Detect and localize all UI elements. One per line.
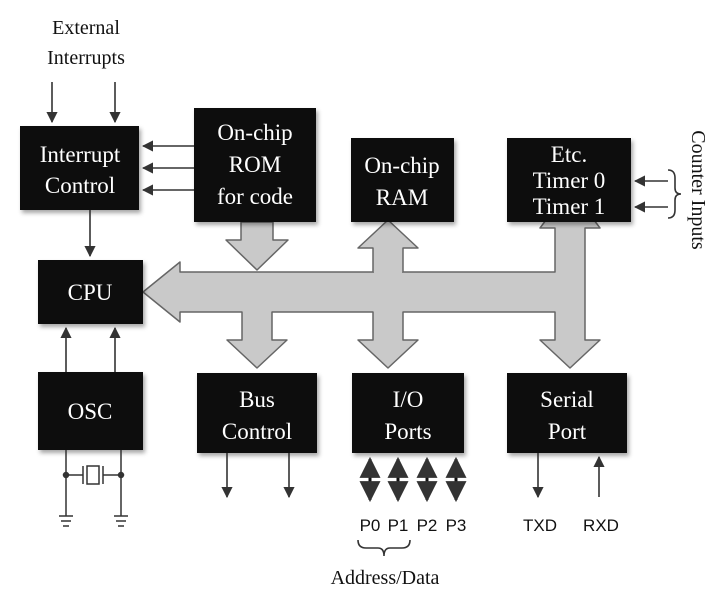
counter-inputs-brace (667, 169, 682, 219)
bus-control-label-2: Control (222, 419, 292, 444)
bus-control-block (197, 373, 317, 453)
io-ports-block (352, 373, 464, 453)
txd-label: TXD (523, 516, 557, 535)
onchip-rom-block (194, 108, 316, 222)
onchip-rom-label-2: ROM (229, 152, 281, 177)
external-interrupts-label-1: External (52, 17, 120, 39)
onchip-ram-label-2: RAM (376, 185, 428, 210)
crystal-circuit (59, 450, 128, 527)
timers-label-1: Etc. (551, 142, 587, 167)
port-label-p0: P0 (360, 516, 381, 535)
rxd-label: RXD (583, 516, 619, 535)
io-ports-label-2: Ports (384, 419, 431, 444)
osc-label: OSC (68, 399, 113, 424)
port-label-p3: P3 (446, 516, 467, 535)
port-label-p2: P2 (417, 516, 438, 535)
timers-label-3: Timer 1 (533, 194, 606, 219)
interrupt-control-block (20, 126, 139, 210)
bus-control-label-1: Bus (239, 387, 275, 412)
address-data-brace (357, 539, 411, 557)
timers-label-2: Timer 0 (533, 168, 606, 193)
serial-port-label-1: Serial (540, 387, 594, 412)
cpu-block (38, 260, 143, 324)
interrupt-control-label-1: Interrupt (40, 142, 121, 167)
serial-port-label-2: Port (548, 419, 587, 444)
address-data-label: Address/Data (331, 567, 440, 589)
counter-inputs-label: Counter Inputs (687, 130, 709, 250)
interrupt-control-label-2: Control (45, 173, 115, 198)
onchip-ram-label-1: On-chip (364, 153, 439, 178)
rom-bus-arrow (225, 221, 289, 271)
osc-block (38, 372, 143, 450)
timers-block (507, 138, 631, 222)
io-ports-label-1: I/O (393, 387, 424, 412)
onchip-ram-block (351, 138, 454, 222)
serial-port-block (507, 373, 627, 453)
external-interrupts-label-2: Interrupts (47, 47, 125, 69)
onchip-rom-label-1: On-chip (217, 120, 292, 145)
port-label-p1: P1 (388, 516, 409, 535)
onchip-rom-label-3: for code (217, 184, 293, 209)
cpu-label: CPU (68, 280, 113, 305)
